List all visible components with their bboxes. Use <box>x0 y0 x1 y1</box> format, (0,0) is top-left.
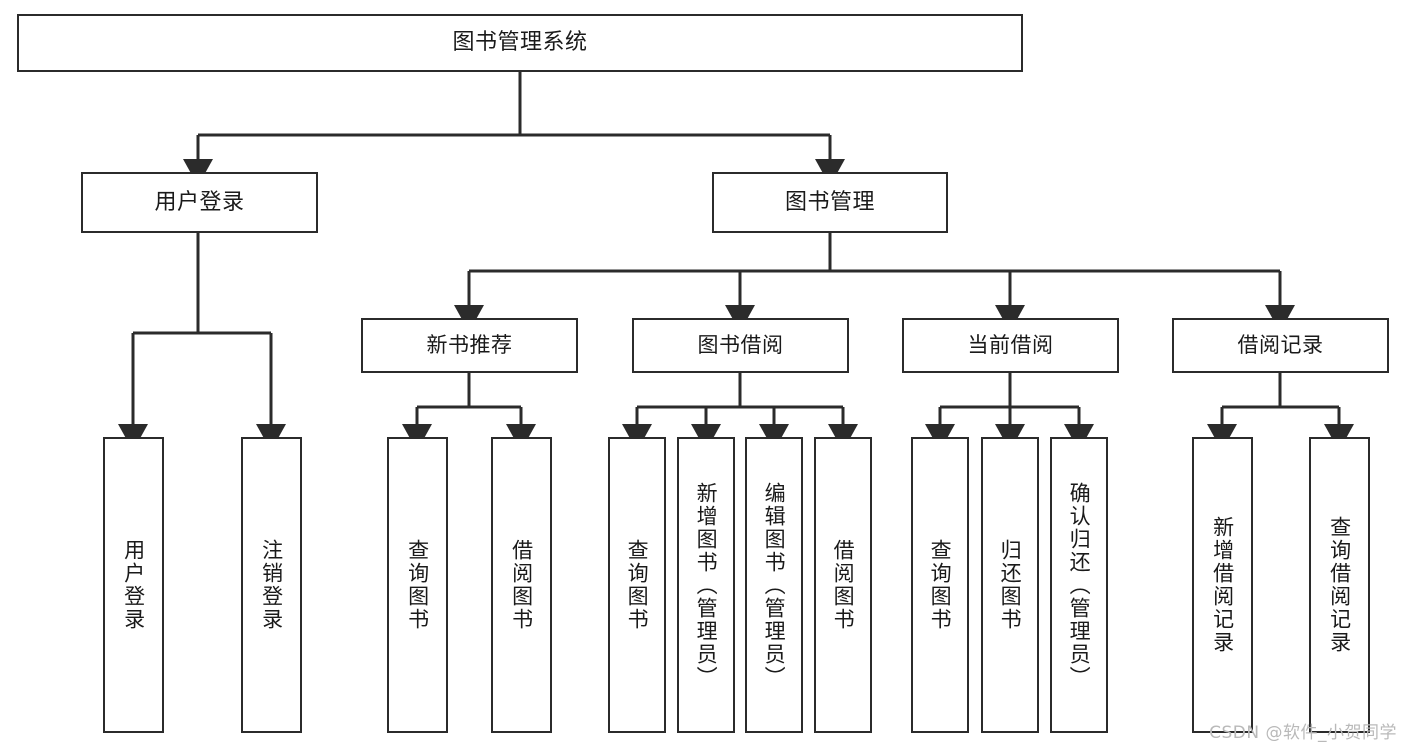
node-label: 查询借阅记录 <box>1327 516 1352 654</box>
leaf-user-login-logout[interactable]: 注销登录 <box>241 437 302 733</box>
leaf-book-borrow-add-book-admin[interactable]: 新增图书（管理员） <box>677 437 735 733</box>
node-book-borrow[interactable]: 图书借阅 <box>632 318 849 373</box>
node-label: 查询图书 <box>625 539 650 631</box>
node-label: 新增借阅记录 <box>1210 516 1235 654</box>
leaf-book-borrow-query-book[interactable]: 查询图书 <box>608 437 666 733</box>
node-label: 新增图书（管理员） <box>694 481 719 689</box>
leaf-new-book-borrow-book[interactable]: 借阅图书 <box>491 437 552 733</box>
node-label: 借阅图书 <box>831 539 856 631</box>
node-label: 查询图书 <box>405 539 430 631</box>
leaf-book-borrow-edit-book-admin[interactable]: 编辑图书（管理员） <box>745 437 803 733</box>
leaf-book-borrow-borrow-book[interactable]: 借阅图书 <box>814 437 872 733</box>
node-label: 借阅记录 <box>1237 333 1324 358</box>
leaf-user-login-login[interactable]: 用户登录 <box>103 437 164 733</box>
node-label: 用户登录 <box>154 189 245 215</box>
node-label: 归还图书 <box>998 539 1023 631</box>
node-label: 用户登录 <box>121 539 146 631</box>
node-label: 新书推荐 <box>426 333 513 358</box>
node-label: 图书管理 <box>784 189 875 215</box>
leaf-borrow-record-add-record[interactable]: 新增借阅记录 <box>1192 437 1253 733</box>
csdn-watermark: CSDN @软件_小贺同学 <box>1209 723 1397 743</box>
node-label: 编辑图书（管理员） <box>762 481 787 689</box>
node-label: 借阅图书 <box>509 539 534 631</box>
node-label: 当前借阅 <box>967 333 1054 358</box>
node-book-management[interactable]: 图书管理 <box>712 172 948 233</box>
node-label: 注销登录 <box>259 539 284 631</box>
node-label: 查询图书 <box>928 539 953 631</box>
leaf-current-borrow-return-book[interactable]: 归还图书 <box>981 437 1039 733</box>
leaf-new-book-query-book[interactable]: 查询图书 <box>387 437 448 733</box>
node-root-book-management-system[interactable]: 图书管理系统 <box>17 14 1023 72</box>
leaf-current-borrow-confirm-return-admin[interactable]: 确认归还（管理员） <box>1050 437 1108 733</box>
node-current-borrow[interactable]: 当前借阅 <box>902 318 1119 373</box>
node-label: 图书管理系统 <box>452 30 588 56</box>
leaf-current-borrow-query-book[interactable]: 查询图书 <box>911 437 969 733</box>
node-label: 确认归还（管理员） <box>1067 481 1092 689</box>
node-borrow-record[interactable]: 借阅记录 <box>1172 318 1389 373</box>
node-user-login[interactable]: 用户登录 <box>81 172 318 233</box>
node-new-book-recommend[interactable]: 新书推荐 <box>361 318 578 373</box>
leaf-borrow-record-query-record[interactable]: 查询借阅记录 <box>1309 437 1370 733</box>
node-label: 图书借阅 <box>697 333 784 358</box>
